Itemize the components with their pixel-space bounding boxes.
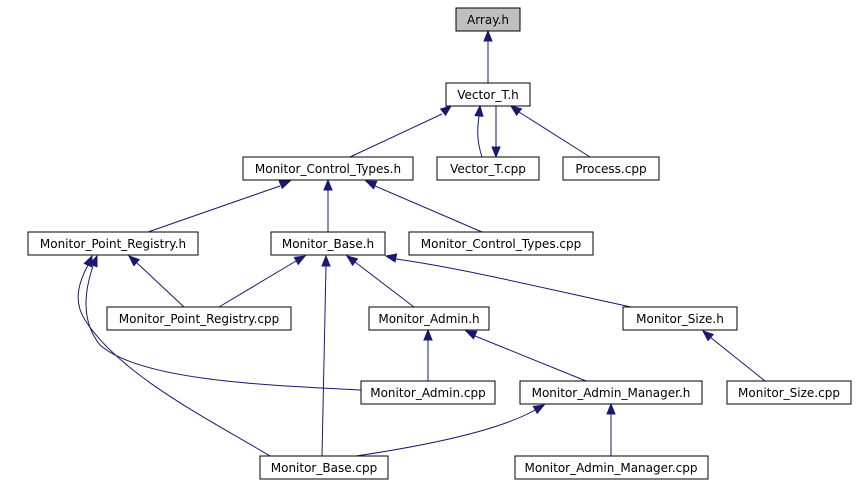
- node-label: Monitor_Point_Registry.cpp: [119, 312, 279, 326]
- edge-monitor-base-cpp-to-monitor-admin-manager-h: [355, 409, 536, 457]
- node-monitor-size-cpp[interactable]: Monitor_Size.cpp: [726, 380, 852, 405]
- node-label: Monitor_Size.cpp: [738, 386, 840, 400]
- arrowhead-vector-t-cpp: [491, 146, 501, 159]
- arrowhead-vector-t-h: [474, 104, 484, 117]
- node-label: Monitor_Admin_Manager.h: [532, 386, 691, 400]
- node-label: Monitor_Size.h: [636, 312, 724, 326]
- node-label: Monitor_Control_Types.h: [255, 162, 401, 176]
- node-label: Monitor_Base.h: [282, 237, 374, 251]
- node-label: Vector_T.h: [457, 88, 519, 102]
- node-label: Vector_T.cpp: [450, 162, 526, 176]
- arrowhead-monitor-base-h: [345, 255, 359, 267]
- node-process-cpp[interactable]: Process.cpp: [562, 156, 660, 181]
- node-label: Monitor_Point_Registry.h: [40, 237, 186, 251]
- arrowhead-vector-t-h: [439, 105, 453, 117]
- edge-monitor-size-h-to-monitor-base-h: [395, 258, 632, 308]
- arrowhead-monitor-point-registry-h: [127, 255, 141, 267]
- node-label: Process.cpp: [575, 162, 646, 176]
- edge-monitor-admin-manager-h-to-monitor-admin-h: [474, 335, 587, 382]
- node-label: Monitor_Admin_Manager.cpp: [524, 461, 697, 475]
- node-array-h[interactable]: Array.h: [455, 7, 521, 32]
- node-monitor-admin-cpp[interactable]: Monitor_Admin.cpp: [360, 380, 496, 405]
- dependency-edges: [77, 29, 766, 457]
- arrowhead-monitor-admin-h: [423, 328, 433, 341]
- node-monitor-admin-manager-h[interactable]: Monitor_Admin_Manager.h: [519, 380, 703, 405]
- edge-monitor-control-types-h-to-vector-t-h: [349, 113, 443, 158]
- node-label: Monitor_Admin.h: [378, 312, 479, 326]
- edge-monitor-control-types-cpp-to-monitor-control-types-h: [374, 185, 483, 233]
- node-label: Monitor_Base.cpp: [271, 461, 377, 475]
- edge-monitor-base-cpp-to-monitor-base-h: [321, 265, 327, 457]
- arrowhead-monitor-admin-manager-h: [532, 404, 546, 415]
- arrowhead-monitor-base-h: [384, 253, 398, 263]
- node-monitor-base-h[interactable]: Monitor_Base.h: [270, 231, 386, 256]
- node-monitor-point-registry-cpp[interactable]: Monitor_Point_Registry.cpp: [106, 306, 292, 331]
- node-label: Monitor_Control_Types.cpp: [421, 237, 581, 251]
- node-label: Monitor_Admin.cpp: [370, 386, 486, 400]
- node-monitor-base-cpp[interactable]: Monitor_Base.cpp: [259, 455, 389, 480]
- arrowhead-monitor-control-types-h: [278, 180, 292, 190]
- node-monitor-admin-h[interactable]: Monitor_Admin.h: [368, 306, 490, 331]
- arrowhead-vector-t-h: [509, 105, 523, 117]
- arrowhead-monitor-control-types-h: [323, 178, 333, 191]
- edge-monitor-point-registry-cpp-to-monitor-point-registry-h: [136, 262, 185, 308]
- edge-process-cpp-to-vector-t-h: [518, 111, 591, 158]
- node-monitor-size-h[interactable]: Monitor_Size.h: [622, 306, 738, 331]
- arrowhead-monitor-size-h: [701, 330, 715, 342]
- arrowhead-monitor-point-registry-h: [83, 254, 93, 268]
- node-label: Array.h: [467, 13, 509, 27]
- arrowhead-monitor-control-types-h: [364, 180, 378, 190]
- node-monitor-control-types-h[interactable]: Monitor_Control_Types.h: [242, 156, 414, 181]
- node-vector-t-h[interactable]: Vector_T.h: [445, 82, 531, 107]
- arrowhead-monitor-base-h: [321, 254, 331, 267]
- arrowhead-array-h: [483, 29, 493, 42]
- node-monitor-point-registry-h[interactable]: Monitor_Point_Registry.h: [27, 231, 199, 256]
- edge-monitor-admin-cpp-to-monitor-point-registry-h: [85, 265, 362, 391]
- edge-monitor-admin-h-to-monitor-base-h: [354, 261, 415, 308]
- node-monitor-control-types-cpp[interactable]: Monitor_Control_Types.cpp: [408, 231, 594, 256]
- arrowhead-monitor-admin-h: [464, 330, 478, 340]
- edge-monitor-base-cpp-to-monitor-point-registry-h: [77, 264, 271, 457]
- node-vector-t-cpp[interactable]: Vector_T.cpp: [436, 156, 540, 181]
- graph-nodes: Array.h Vector_T.h Monitor_Control_Types…: [27, 7, 852, 480]
- arrowhead-monitor-admin-manager-h: [606, 402, 616, 415]
- node-monitor-admin-manager-cpp[interactable]: Monitor_Admin_Manager.cpp: [514, 455, 709, 480]
- edge-monitor-point-registry-h-to-monitor-control-types-h: [147, 185, 281, 233]
- edge-monitor-point-registry-cpp-to-monitor-base-h: [218, 260, 297, 308]
- arrowhead-monitor-base-h: [293, 255, 307, 266]
- edge-monitor-size-cpp-to-monitor-size-h: [709, 336, 766, 382]
- edge-vector-t-cpp-to-vector-t-h: [477, 115, 483, 158]
